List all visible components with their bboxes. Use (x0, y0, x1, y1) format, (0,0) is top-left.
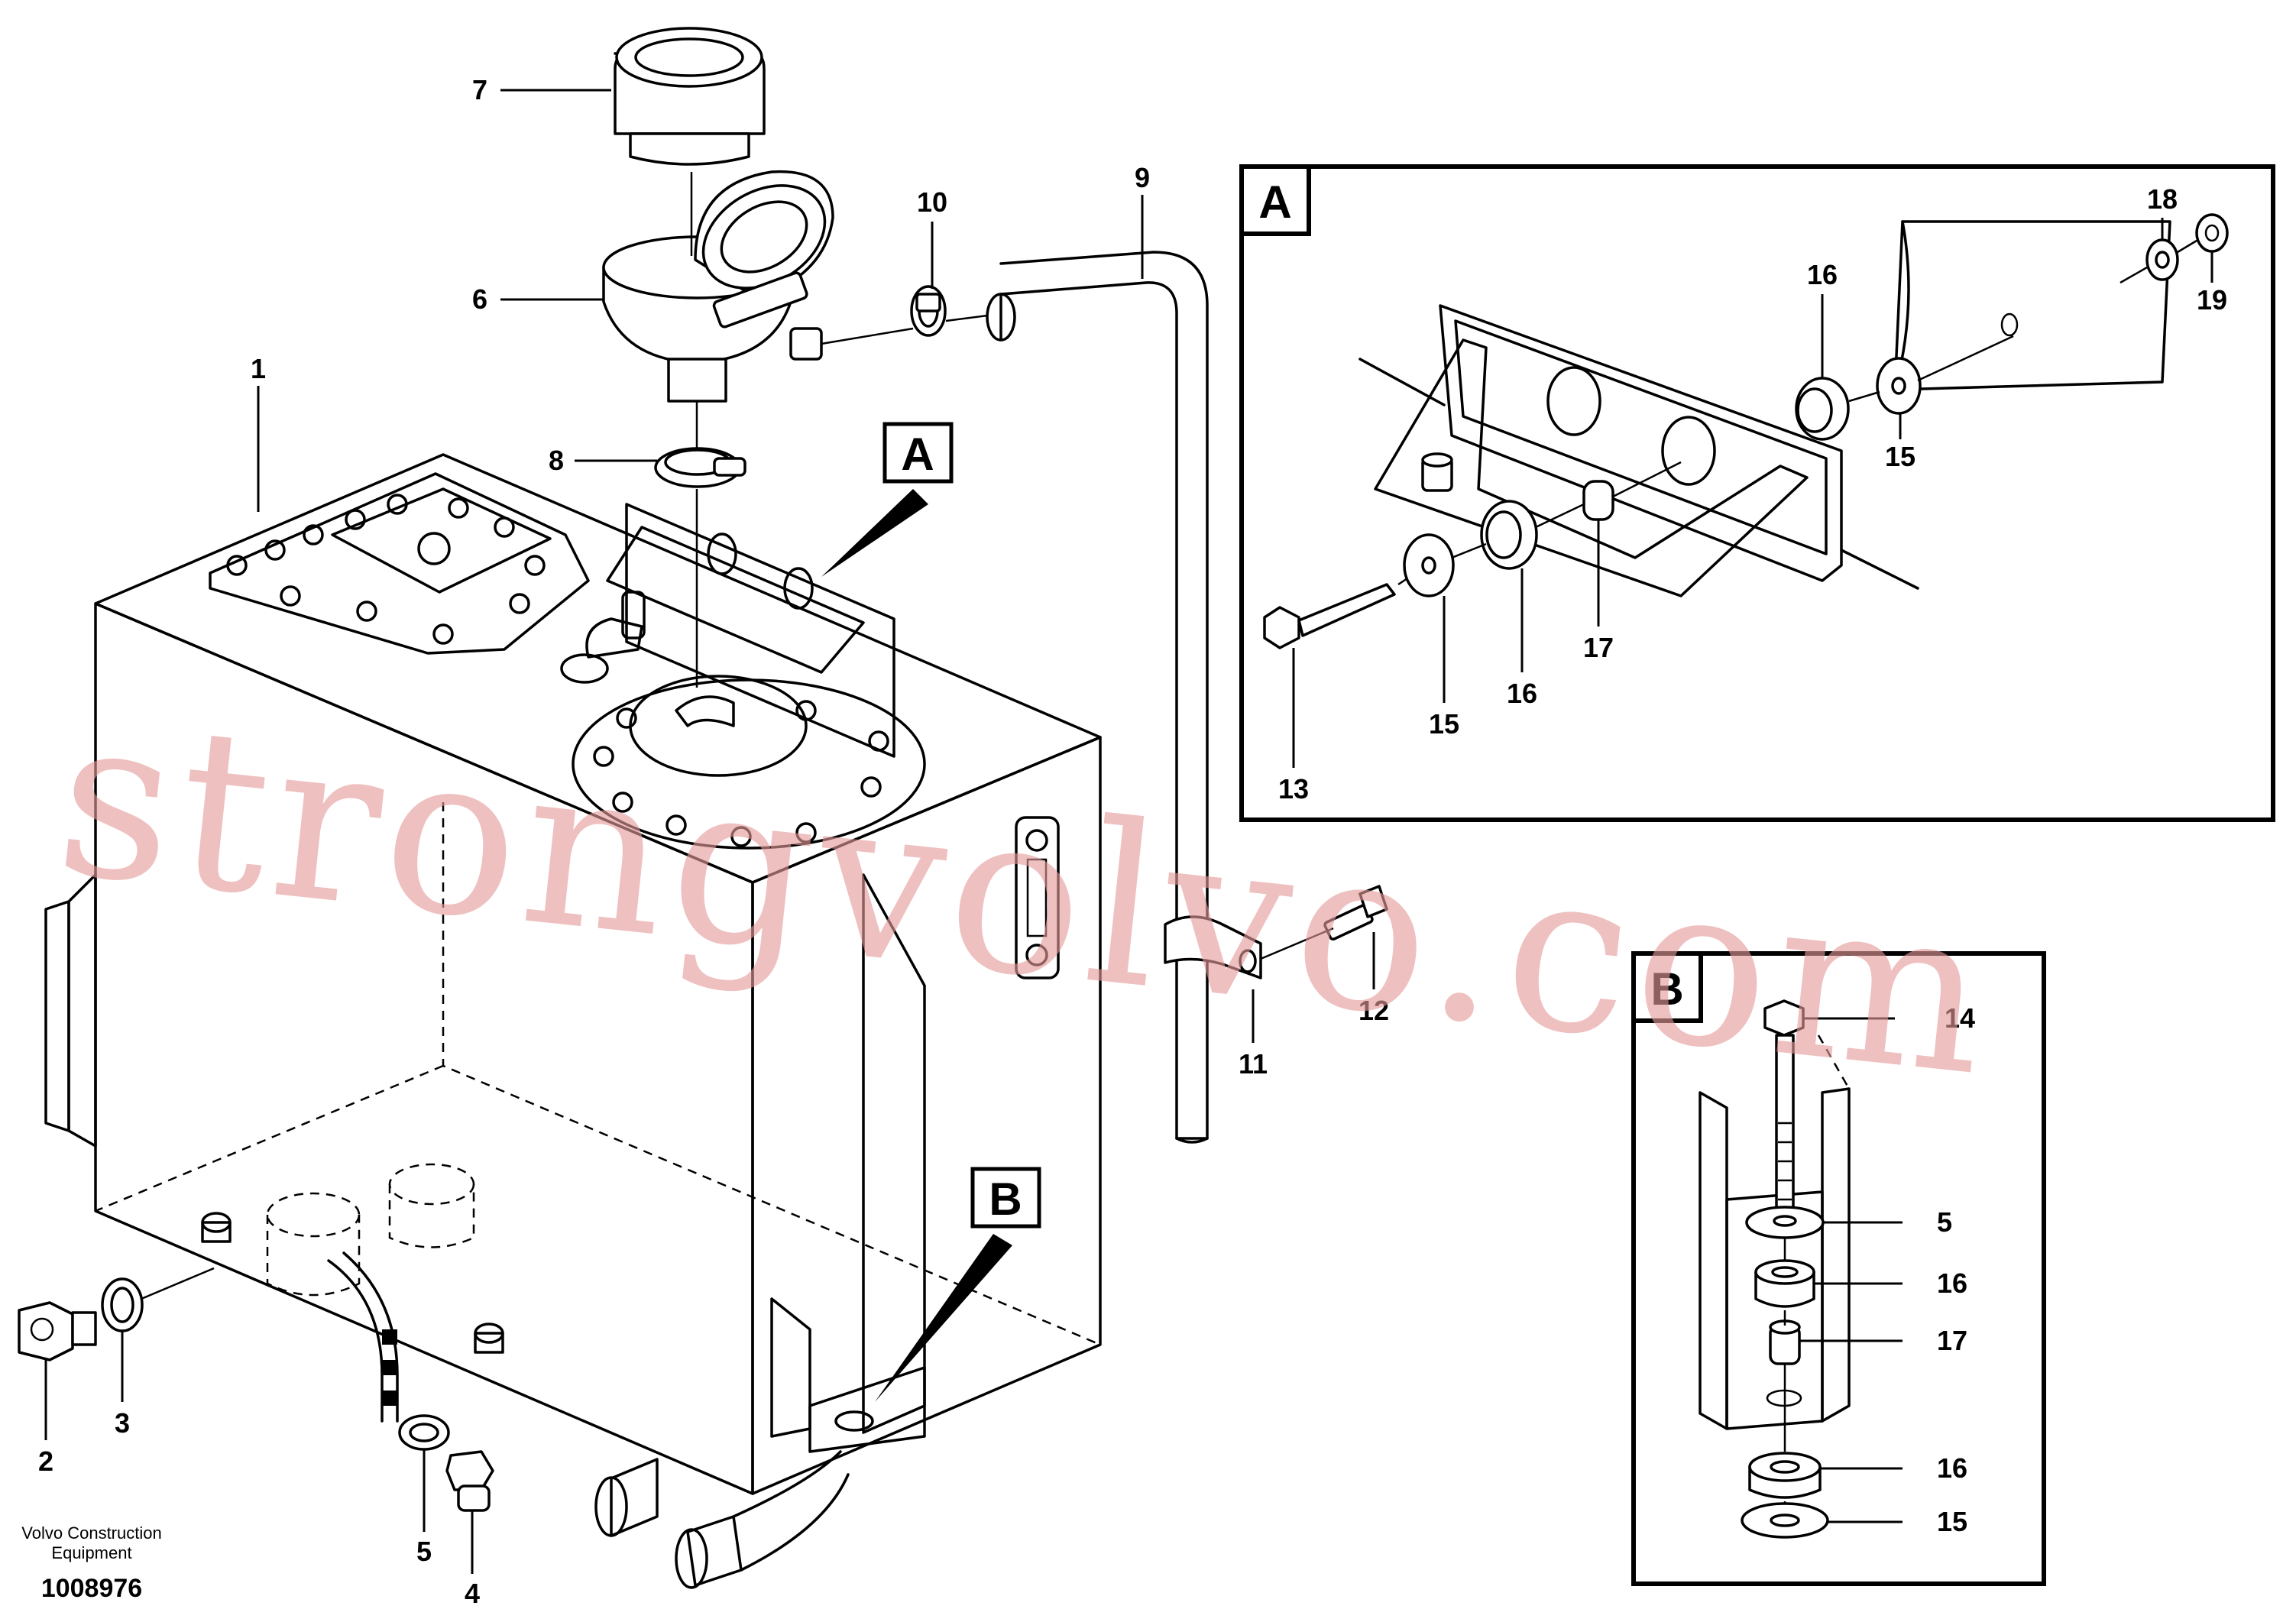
label-b-15: 15 (1937, 1506, 1967, 1537)
detail-a-frame: A (1239, 164, 2275, 822)
label-a-16-upper: 16 (1807, 259, 1838, 290)
breather-pipe (986, 251, 1209, 1144)
label-a-16-lower: 16 (1507, 678, 1537, 709)
hydraulic-tank (44, 453, 1102, 1589)
detail-b-frame: B (1631, 951, 2046, 1586)
pipe-clamp (1164, 915, 1262, 979)
svg-text:A: A (1258, 176, 1291, 228)
svg-text:B: B (1650, 963, 1683, 1015)
label-b-16-lower: 16 (1937, 1452, 1967, 1484)
label-12: 12 (1358, 995, 1389, 1026)
watermark: strongvolvo.com (47, 667, 2004, 1126)
label-11: 11 (1239, 1048, 1268, 1080)
maker-line-1: Volvo Construction (21, 1523, 161, 1543)
label-6: 6 (472, 283, 487, 315)
label-a-18: 18 (2147, 183, 2178, 215)
label-7: 7 (472, 74, 487, 105)
drain-hose (327, 1251, 399, 1423)
callout-b: B (875, 1167, 1041, 1402)
label-b-14: 14 (1945, 1002, 1975, 1034)
label-b-5: 5 (1937, 1206, 1952, 1238)
label-5: 5 (416, 1536, 432, 1567)
label-a-17: 17 (1583, 632, 1614, 663)
maker-line-2: Equipment (51, 1543, 131, 1562)
filler-neck (602, 170, 834, 403)
svg-text:B: B (989, 1174, 1022, 1225)
label-a-13: 13 (1278, 773, 1309, 805)
label-3: 3 (115, 1407, 130, 1439)
label-4: 4 (465, 1578, 480, 1609)
label-9: 9 (1135, 162, 1150, 193)
svg-text:A: A (901, 429, 934, 480)
drawing-number: 1008976 (41, 1574, 142, 1603)
label-1: 1 (251, 353, 266, 384)
label-a-15-upper: 15 (1885, 441, 1915, 472)
leader-lines (44, 89, 2213, 1574)
hose-clamp-8 (654, 447, 746, 488)
label-b-17: 17 (1937, 1325, 1967, 1356)
label-2: 2 (38, 1446, 53, 1477)
washer-5 (398, 1414, 450, 1451)
hose-clamp-10 (910, 285, 947, 337)
drain-plug-4 (445, 1450, 494, 1512)
label-a-15-lower: 15 (1429, 708, 1459, 740)
callout-a: A (821, 422, 954, 577)
drain-plug-2 (18, 1301, 97, 1361)
bolt-12 (1323, 885, 1388, 941)
label-a-19: 19 (2197, 284, 2227, 316)
label-8: 8 (549, 445, 564, 476)
washer-3 (101, 1277, 144, 1332)
breather-cap (614, 27, 766, 166)
label-b-16-upper: 16 (1937, 1267, 1967, 1299)
label-10: 10 (917, 186, 947, 218)
